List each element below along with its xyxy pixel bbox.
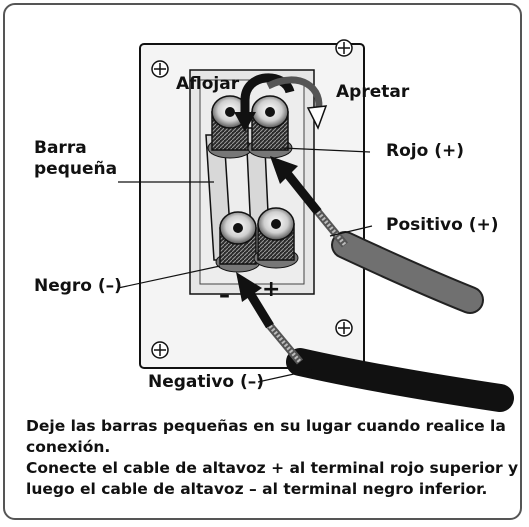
insert-arrow-icon [236, 272, 274, 329]
tighten-label: Apretar [336, 82, 410, 102]
insert-arrow-icon [270, 156, 322, 215]
leader-lines [117, 147, 373, 383]
black-terminal [215, 211, 261, 273]
loosen-arrow-icon [234, 73, 295, 132]
small-bar-label: Barra pequeña [34, 138, 118, 179]
red-label: Rojo (+) [386, 141, 464, 161]
screw-icon [151, 60, 169, 78]
instruction-caption: Deje las barras pequeñas en su lugar cua… [26, 416, 521, 500]
black-label: Negro (–) [34, 276, 122, 296]
negative-label: Negativo (–) [148, 372, 265, 392]
red-terminal [247, 95, 293, 159]
minus-sign: – [219, 283, 230, 308]
positive-label: Positivo (+) [386, 215, 499, 235]
plus-sign: + [262, 277, 280, 302]
positive-cable [314, 209, 484, 314]
negative-cable [266, 323, 514, 412]
caption-line-1: Deje las barras pequeñas en su lugar cua… [26, 417, 506, 456]
screw-icon [335, 319, 353, 337]
loosen-label: Aflojar [176, 74, 240, 94]
tighten-arrow-icon [266, 76, 328, 130]
screw-icon [335, 39, 353, 57]
black-terminal [253, 207, 299, 269]
caption-line-2: Conecte el cable de altavoz + al termina… [26, 459, 519, 498]
screw-icon [151, 341, 169, 359]
